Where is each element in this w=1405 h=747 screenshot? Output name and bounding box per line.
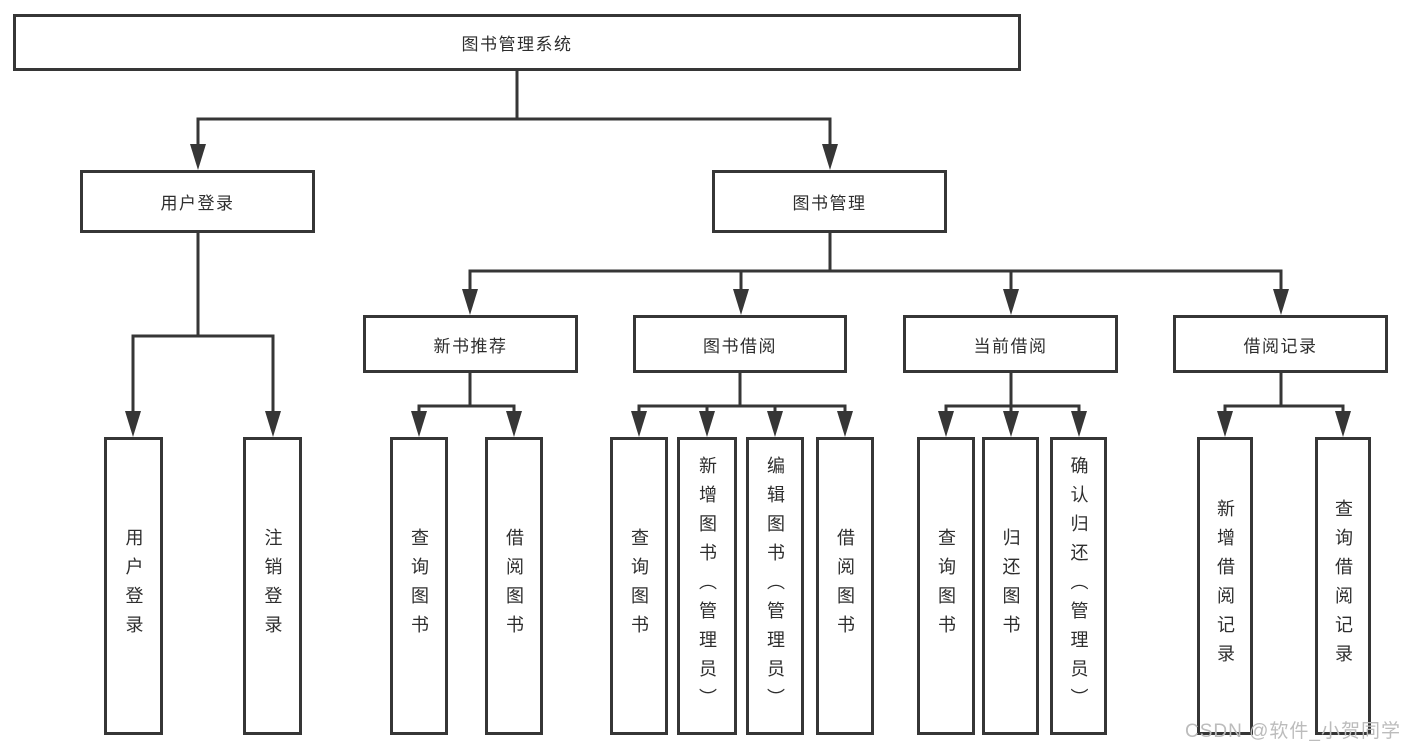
leaf-label: 归还图书 bbox=[1000, 528, 1021, 644]
edge-new-books-to-leaves bbox=[411, 371, 522, 437]
leaf-br-query-record: 查询借阅记录 bbox=[1315, 437, 1371, 735]
leaf-br-add-record: 新增借阅记录 bbox=[1197, 437, 1253, 735]
leaf-bb-edit-books-admin: 编辑图书（管理员） bbox=[746, 437, 804, 735]
arrow-down-icon bbox=[938, 411, 954, 437]
arrow-down-icon bbox=[699, 411, 715, 437]
arrow-down-icon bbox=[822, 144, 838, 170]
leaf-user-login: 用户登录 bbox=[104, 437, 163, 735]
leaf-label: 注销登录 bbox=[262, 528, 283, 644]
leaf-cb-query-books: 查询图书 bbox=[917, 437, 975, 735]
leaf-label: 查询图书 bbox=[936, 528, 956, 644]
leaf-label: 新增图书（管理员） bbox=[697, 455, 717, 717]
arrow-down-icon bbox=[837, 411, 853, 437]
leaf-label: 用户登录 bbox=[123, 528, 144, 644]
node-root-system: 图书管理系统 bbox=[13, 14, 1021, 71]
arrow-down-icon bbox=[767, 411, 783, 437]
arrow-down-icon bbox=[733, 289, 749, 315]
leaf-nb-query-books: 查询图书 bbox=[390, 437, 448, 735]
node-new-book-recommend: 新书推荐 bbox=[363, 315, 578, 373]
arrow-down-icon bbox=[411, 411, 427, 437]
arrow-down-icon bbox=[631, 411, 647, 437]
leaf-label: 编辑图书（管理员） bbox=[765, 455, 785, 717]
arrow-down-icon bbox=[1071, 411, 1087, 437]
edge-book-management-to-level3 bbox=[462, 231, 1289, 315]
edge-borrow-records-to-leaves bbox=[1217, 371, 1351, 437]
edge-current-borrow-to-leaves bbox=[938, 371, 1087, 437]
leaf-bb-borrow-books: 借阅图书 bbox=[816, 437, 874, 735]
node-book-management: 图书管理 bbox=[712, 170, 947, 233]
edge-root-to-level2 bbox=[190, 69, 838, 170]
arrow-down-icon bbox=[1335, 411, 1351, 437]
arrow-down-icon bbox=[1273, 289, 1289, 315]
arrow-down-icon bbox=[1003, 411, 1019, 437]
watermark: CSDN @软件_小贺同学 bbox=[1185, 721, 1401, 742]
leaf-cb-return-books: 归还图书 bbox=[982, 437, 1039, 735]
leaf-logout: 注销登录 bbox=[243, 437, 302, 735]
leaf-bb-add-books-admin: 新增图书（管理员） bbox=[677, 437, 737, 735]
arrow-down-icon bbox=[506, 411, 522, 437]
arrow-down-icon bbox=[462, 289, 478, 315]
leaf-cb-confirm-return-admin: 确认归还（管理员） bbox=[1050, 437, 1107, 735]
node-borrow-records: 借阅记录 bbox=[1173, 315, 1388, 373]
leaf-label: 查询图书 bbox=[409, 528, 429, 644]
leaf-label: 借阅图书 bbox=[835, 528, 855, 644]
leaf-label: 确认归还（管理员） bbox=[1068, 455, 1089, 717]
leaf-nb-borrow-books: 借阅图书 bbox=[485, 437, 543, 735]
leaf-label: 查询借阅记录 bbox=[1333, 499, 1353, 673]
node-current-borrow: 当前借阅 bbox=[903, 315, 1118, 373]
arrow-down-icon bbox=[1003, 289, 1019, 315]
edge-user-login-to-leaves bbox=[125, 231, 281, 437]
arrow-down-icon bbox=[190, 144, 206, 170]
leaf-label: 借阅图书 bbox=[504, 528, 524, 644]
edge-book-borrow-to-leaves bbox=[631, 371, 853, 437]
leaf-bb-query-books: 查询图书 bbox=[610, 437, 668, 735]
arrow-down-icon bbox=[125, 411, 141, 437]
node-book-borrow: 图书借阅 bbox=[633, 315, 847, 373]
node-user-login: 用户登录 bbox=[80, 170, 315, 233]
arrow-down-icon bbox=[265, 411, 281, 437]
leaf-label: 查询图书 bbox=[629, 528, 649, 644]
arrow-down-icon bbox=[1217, 411, 1233, 437]
leaf-label: 新增借阅记录 bbox=[1215, 499, 1235, 673]
